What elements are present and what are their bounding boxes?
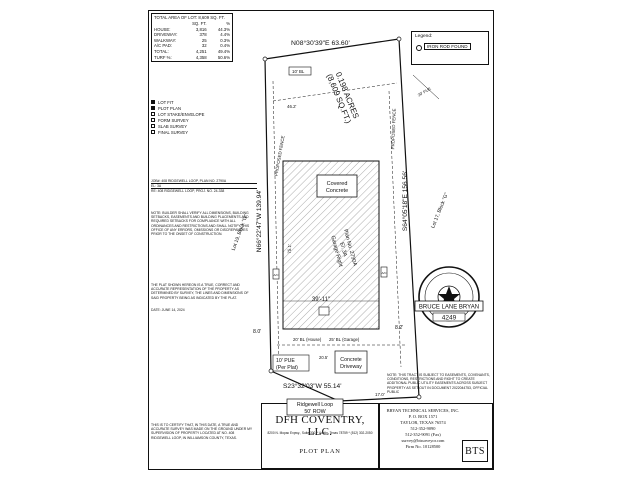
iron-rod-icon — [268, 368, 274, 374]
dim-46: 46.2' — [287, 104, 297, 109]
rear-bl-label: 10' BL — [292, 69, 305, 74]
area-row-turf: TURF %: 4,358 50.6% — [154, 54, 231, 60]
client-name: DFH COVENTRY, LLC. — [275, 414, 365, 438]
seal-name: BRUCE LANE BRYAN — [419, 305, 479, 311]
road-name: Ridgewell Loop — [297, 402, 333, 408]
covered-concrete-patio — [316, 174, 358, 198]
surveyor-block: BRYAN TECHNICAL SERVICES, INC. P. O. BOX… — [379, 403, 493, 469]
plan-label-2: El: 3A — [338, 242, 348, 258]
ac-pad-left — [272, 268, 280, 280]
svg-text:A/C: A/C — [381, 271, 387, 275]
flood-note: THIS IS TO CERTIFY THAT, IN THIS DATE, A… — [151, 423, 253, 440]
iron-rod-icon — [262, 56, 268, 62]
south-bearing: S23°32'03"W 55.14' — [283, 382, 341, 390]
checkbox-icon — [151, 118, 155, 122]
iron-rod-icon — [416, 394, 422, 400]
certification-note: THE PLAT SHOWN HEREON IS A TRUE, CORRECT… — [151, 283, 255, 312]
area-row-walkway: WALKWAY: 25 0.3% — [154, 37, 231, 43]
builder-note: NOTE: BUILDER SHALL VERIFY ALL DIMENSION… — [151, 211, 250, 237]
right-dimension: 8.2' — [395, 325, 403, 331]
front-dimension: 20.5' — [319, 355, 328, 360]
driveway-label-1: Concrete — [340, 357, 362, 363]
surveyor-info: BRYAN TECHNICAL SERVICES, INC. P. O. BOX… — [386, 408, 460, 449]
left-dimension: 8.0' — [253, 329, 261, 335]
check-final-survey: FINAL SURVEY — [151, 129, 227, 135]
check-form-survey: FORM SURVEY — [151, 117, 227, 123]
survey-type-checklist: LOT FIT PLOT PLAN LOT STAKE/ENVELOPE FOR… — [151, 99, 227, 135]
covered-label-1: Covered — [327, 181, 348, 187]
left-fence-line — [272, 80, 280, 370]
ac-pad-right — [380, 266, 388, 278]
concrete-driveway — [334, 350, 368, 374]
dim-17: 17.0' — [375, 392, 385, 397]
check-lot-stake: LOT STAKE/ENVELOPE — [151, 111, 227, 117]
certification-date: DATE: JUNE 14, 2024 — [151, 307, 185, 312]
area-table-title: TOTAL AREA OF LOT: 8,609 SQ. FT. — [154, 15, 225, 20]
adjacent-lot-left: Lot 19, Block "G" — [231, 214, 250, 252]
bts-logo: BTS — [462, 440, 488, 462]
checkbox-icon — [151, 112, 155, 116]
building-line-label: 20' BL (House) — [293, 337, 322, 342]
rear-bl-box — [288, 66, 312, 76]
job-info: JOB#: 408 RIDGEWELL LOOP, PLAN NO. 2790A… — [151, 179, 257, 205]
west-bearing: N66°22'47"W 139.94' — [255, 190, 263, 252]
width-dimension: 39'-11" — [312, 297, 330, 303]
house-footprint — [282, 160, 380, 330]
pue-box — [272, 354, 310, 372]
area-row-total: TOTAL: 4,251 49.4% — [154, 48, 231, 54]
plot-plan-sheet: TOTAL AREA OF LOT: 8,609 SQ. FT. SQ. FT.… — [148, 10, 494, 470]
rear-setback-line — [272, 82, 398, 102]
iron-rod-icon — [396, 36, 402, 42]
adjacent-lot-right: Lot 17, Block "G" — [430, 192, 450, 229]
surveyor-seal: BRUCE LANE BRYAN 4249 — [414, 266, 484, 328]
iron-rod-circle-icon — [416, 45, 422, 51]
seal-number: 4249 — [442, 315, 457, 322]
fence-right-label: PROPOSED FENCE — [390, 108, 396, 149]
north-bearing: N08°30'39"E 63.60' — [291, 39, 350, 47]
right-fence-line — [388, 90, 402, 368]
front-porch — [318, 306, 330, 316]
checkbox-icon — [151, 100, 155, 104]
legend: Legend: IRON ROD FOUND — [411, 31, 489, 65]
checkbox-icon — [151, 124, 155, 128]
checkbox-icon — [151, 130, 155, 134]
rear-dimension: 75.1' — [287, 244, 292, 254]
road-label-box — [286, 398, 344, 416]
east-bearing: S64°05'18"E 156.56' — [401, 171, 409, 231]
road-row: 50' ROW — [304, 409, 325, 415]
legend-title: Legend: — [415, 34, 433, 39]
check-lot-fit: LOT FIT — [151, 99, 227, 105]
area-table-header: SQ. FT. % — [192, 21, 231, 26]
pue-leader — [412, 74, 440, 100]
sheet-title: PLOT PLAN — [299, 448, 341, 455]
covered-label-2: Concrete — [326, 188, 348, 194]
area-row-house: HOUSE: 3,816 44.3% — [154, 26, 231, 32]
easement-note: NOTE: THIS TRACT IS SUBJECT TO EASEMENTS… — [387, 373, 490, 394]
check-plot-plan: PLOT PLAN — [151, 105, 227, 111]
area-row-ac-pad: A/C PAD: 32 0.4% — [154, 43, 231, 49]
driveway-label-2: Driveway — [340, 364, 362, 370]
building-line-label-garage: 25' BL (Garage) — [329, 337, 360, 342]
lot-boundary — [264, 38, 420, 402]
pue-label-2: (Per Plat) — [276, 365, 298, 371]
svg-text:A/C: A/C — [273, 273, 279, 277]
checkbox-icon — [151, 106, 155, 110]
area-table: TOTAL AREA OF LOT: 8,609 SQ. FT. SQ. FT.… — [151, 13, 233, 63]
legend-label: IRON ROD FOUND — [424, 43, 471, 50]
pue-label-1: 10' PUE — [276, 358, 295, 364]
check-slab-survey: SLAB SURVEY — [151, 123, 227, 129]
plot-plan-drawing: Covered Concrete Plan No. 2790A El: 3A G… — [231, 36, 484, 416]
area-row-driveway: DRIVEWAY: 378 4.4% — [154, 32, 231, 38]
client-address: 8200 N. Mopac Expwy., Suite 300, * Austi… — [267, 431, 373, 435]
pue-top-right: 20' PUE — [417, 86, 432, 98]
